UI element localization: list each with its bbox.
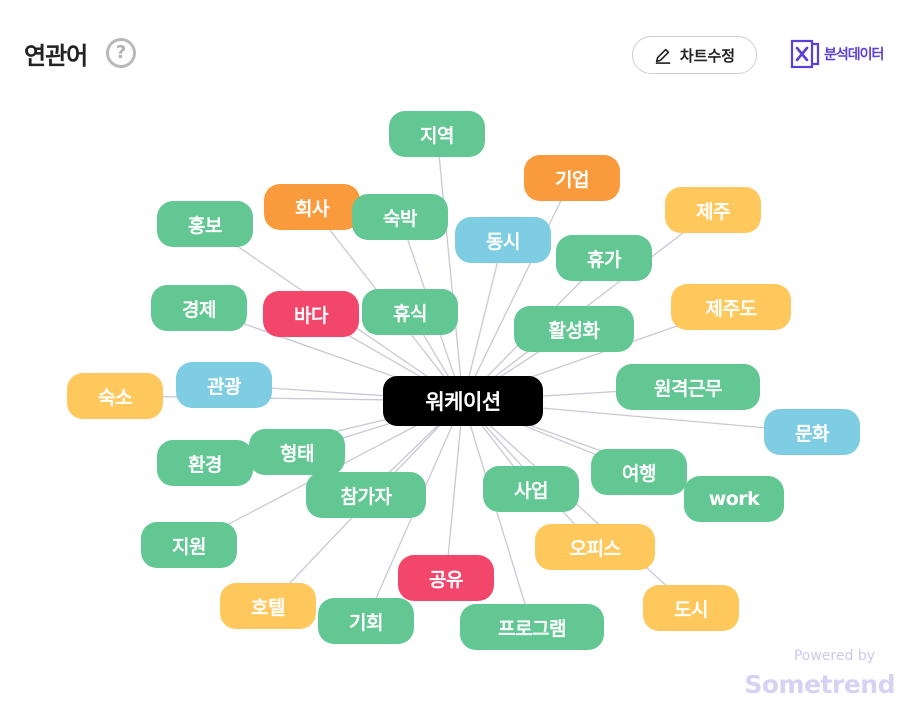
keyword-node[interactable]: 제주도 [671,284,791,330]
keyword-node[interactable]: 호텔 [220,583,316,629]
keyword-node[interactable]: 형태 [249,429,345,475]
graph-edge [445,400,464,579]
question-circle-icon[interactable]: ? [106,38,136,68]
section-title: 연관어 [24,42,88,70]
keyword-node[interactable]: 숙박 [352,194,448,240]
keyword-node[interactable]: 관광 [176,362,272,408]
keyword-node[interactable]: 프로그램 [460,604,604,650]
edit-chart-button[interactable]: 차트수정 [632,36,757,74]
keyword-node[interactable]: 문화 [764,409,860,455]
keyword-node[interactable]: 도시 [643,585,739,631]
sometrend-logo: Sometrend [744,670,895,699]
keyword-node[interactable]: 오피스 [535,524,655,570]
keyword-node[interactable]: 기업 [524,155,620,201]
keyword-node[interactable]: 회사 [264,184,360,230]
keyword-node[interactable]: 공유 [398,555,494,601]
keyword-node[interactable]: 여행 [591,449,687,495]
graph-edge [462,209,714,402]
edit-chart-label: 차트수정 [679,46,736,65]
keyword-node[interactable]: 지원 [141,522,237,568]
keyword-node[interactable]: 활성화 [514,306,634,352]
graph-edge [462,177,573,402]
keyword-node[interactable]: 지역 [389,111,485,157]
excel-icon [790,39,820,69]
keyword-node[interactable]: 동시 [455,217,551,263]
center-keyword-node[interactable]: 워케이션 [383,376,543,426]
keyword-node[interactable]: 경제 [151,285,247,331]
keyword-node[interactable]: work [684,476,784,522]
pencil-icon [655,48,671,64]
keyword-node[interactable]: 참가자 [306,472,426,518]
keyword-node[interactable]: 휴식 [362,289,458,335]
keyword-node[interactable]: 제주 [665,187,761,233]
graph-edge [462,239,504,402]
analysis-data-button[interactable]: 분석데이터 [790,38,884,70]
powered-by-text: Powered by [793,648,875,664]
keyword-node[interactable]: 환경 [157,440,253,486]
analysis-data-label: 분석데이터 [824,47,884,63]
keyword-node[interactable]: 원격근무 [616,364,760,410]
keyword-node[interactable]: 기회 [318,598,414,644]
keyword-node[interactable]: 홍보 [157,201,253,247]
keyword-node[interactable]: 숙소 [67,373,163,419]
keyword-node[interactable]: 휴가 [556,235,652,281]
keyword-node[interactable]: 사업 [483,466,579,512]
keyword-node[interactable]: 바다 [263,291,359,337]
graph-edge [436,133,464,402]
graph-edge [462,400,692,609]
graph-edge [462,400,533,628]
